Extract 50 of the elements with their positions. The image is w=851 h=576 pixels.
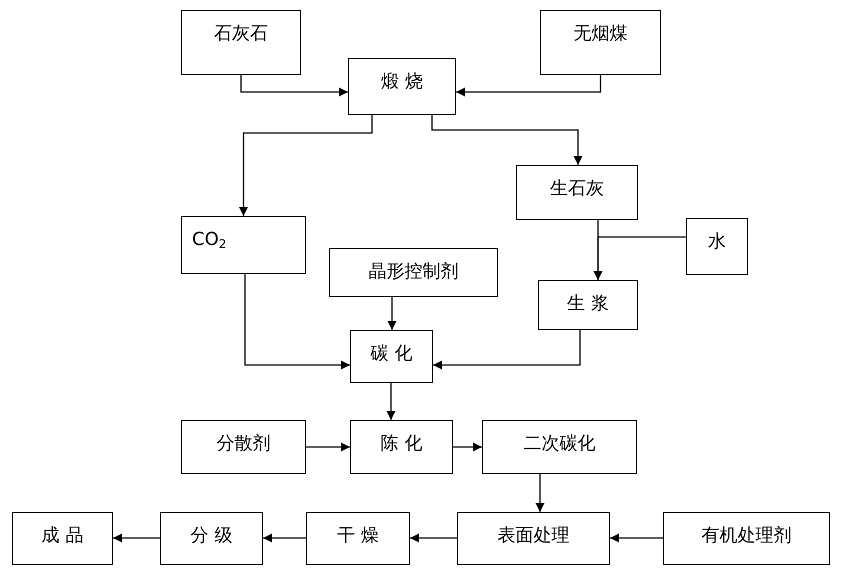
process-box bbox=[457, 512, 610, 565]
process-box bbox=[160, 512, 263, 565]
node-label: 成 品 bbox=[42, 525, 84, 547]
arrow bbox=[536, 474, 544, 512]
arrow bbox=[453, 442, 482, 452]
node-label: 碳 化 bbox=[370, 343, 412, 365]
process-box bbox=[348, 58, 456, 115]
node-label: 分 级 bbox=[190, 525, 232, 547]
process-box bbox=[686, 218, 748, 275]
node-label: 晶形控制剂 bbox=[368, 261, 458, 283]
arrow bbox=[431, 115, 582, 165]
arrow bbox=[456, 75, 602, 96]
arrow bbox=[244, 274, 350, 370]
process-box bbox=[181, 10, 301, 75]
process-box bbox=[181, 420, 306, 474]
arrow bbox=[306, 442, 350, 452]
node-label: 陈 化 bbox=[380, 433, 422, 455]
process-box bbox=[482, 420, 637, 474]
node-label: 二次碳化 bbox=[524, 433, 596, 455]
arrow bbox=[594, 236, 686, 280]
process-box bbox=[516, 165, 638, 220]
arrow bbox=[388, 297, 396, 330]
arrow bbox=[239, 115, 373, 216]
node-label: 有机处理剂 bbox=[702, 525, 792, 547]
arrow bbox=[263, 534, 306, 542]
process-box bbox=[540, 10, 661, 75]
arrow bbox=[240, 75, 348, 96]
process-box bbox=[350, 420, 453, 474]
node-label: CO$_{2}$ bbox=[192, 229, 226, 252]
node-label: 煅 烧 bbox=[381, 71, 423, 93]
node-label: 表面处理 bbox=[498, 525, 570, 547]
process-box bbox=[329, 248, 498, 297]
process-box bbox=[663, 512, 830, 565]
process-box bbox=[306, 512, 410, 565]
arrow bbox=[113, 534, 160, 542]
process-box bbox=[350, 330, 433, 383]
node-label: 无烟煤 bbox=[574, 23, 628, 45]
arrow bbox=[386, 383, 396, 420]
node-label: 水 bbox=[708, 231, 726, 253]
node-label: 分散剂 bbox=[216, 433, 270, 455]
process-box bbox=[538, 280, 638, 330]
process-box bbox=[12, 512, 113, 565]
node-label: 生 浆 bbox=[567, 293, 609, 315]
arrow bbox=[410, 534, 457, 542]
node-label: 石灰石 bbox=[214, 23, 268, 45]
process-box bbox=[181, 216, 306, 274]
node-label: 生石灰 bbox=[550, 178, 604, 200]
arrow bbox=[433, 330, 581, 370]
arrow bbox=[610, 534, 663, 542]
node-label: 干 燥 bbox=[337, 525, 379, 547]
